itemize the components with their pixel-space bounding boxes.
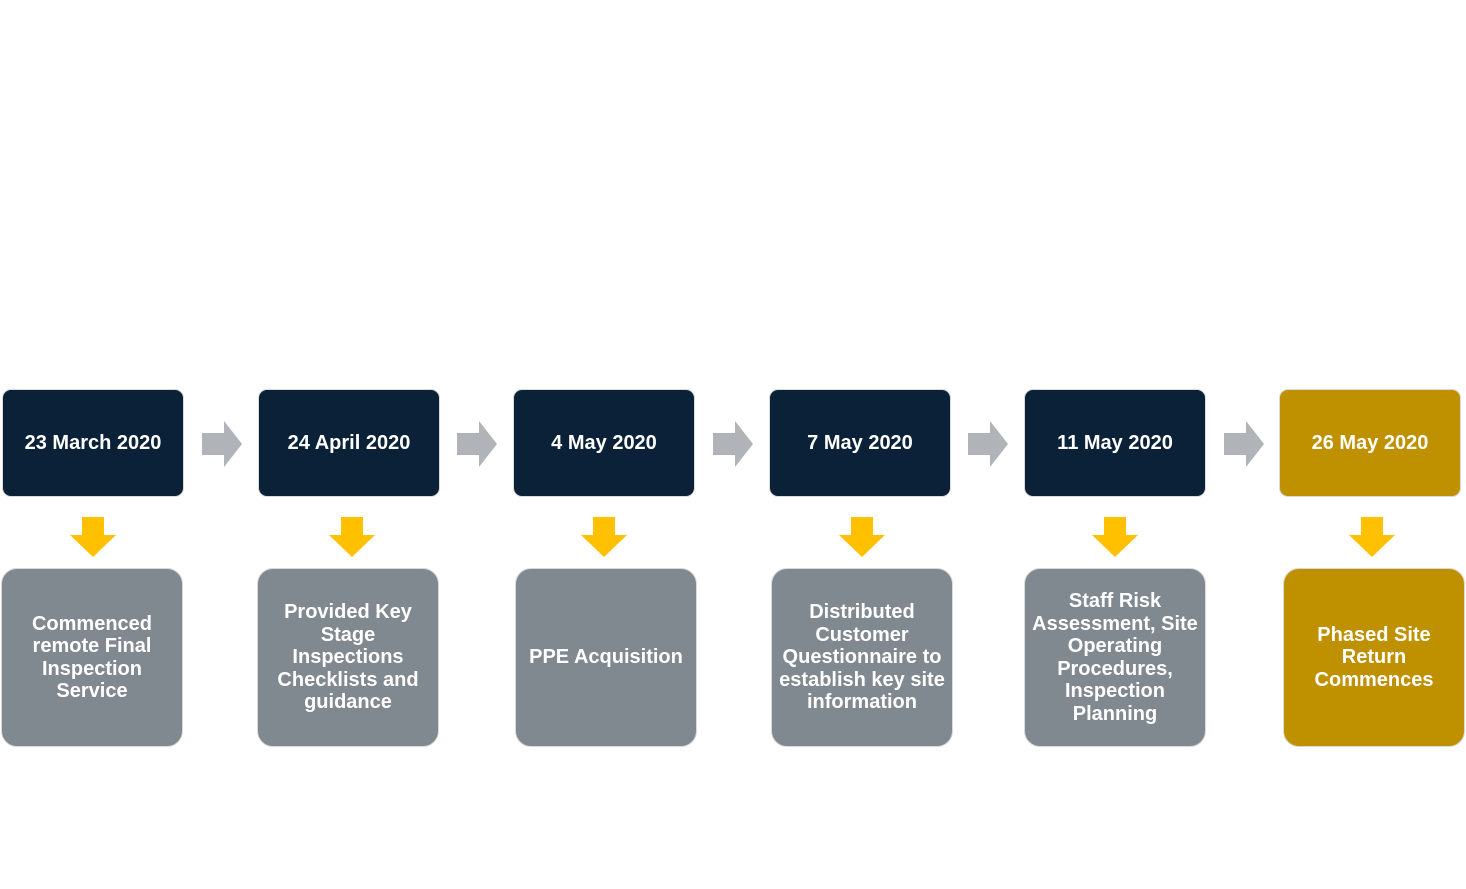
- down-arrow-icon: [1092, 517, 1138, 557]
- date-box-step-5: 11 May 2020: [1024, 389, 1206, 497]
- right-arrow-icon: [457, 421, 497, 467]
- desc-box-step-5: Staff Risk Assessment, Site Operating Pr…: [1024, 568, 1206, 747]
- down-arrow-icon: [581, 517, 627, 557]
- right-arrow-icon: [202, 421, 242, 467]
- desc-box-step-1: Commenced remote Final Inspection Servic…: [1, 568, 183, 747]
- date-box-step-6: 26 May 2020: [1279, 389, 1461, 497]
- desc-box-step-4: Distributed Customer Questionnaire to es…: [771, 568, 953, 747]
- right-arrow-icon: [968, 421, 1008, 467]
- desc-box-step-2: Provided Key Stage Inspections Checklist…: [257, 568, 439, 747]
- date-box-step-1: 23 March 2020: [2, 389, 184, 497]
- date-box-step-4: 7 May 2020: [769, 389, 951, 497]
- date-box-step-2: 24 April 2020: [258, 389, 440, 497]
- right-arrow-icon: [713, 421, 753, 467]
- down-arrow-icon: [1349, 517, 1395, 557]
- down-arrow-icon: [70, 517, 116, 557]
- down-arrow-icon: [329, 517, 375, 557]
- desc-box-step-6: Phased Site Return Commences: [1283, 568, 1465, 747]
- right-arrow-icon: [1224, 421, 1264, 467]
- down-arrow-icon: [839, 517, 885, 557]
- date-box-step-3: 4 May 2020: [513, 389, 695, 497]
- desc-box-step-3: PPE Acquisition: [515, 568, 697, 747]
